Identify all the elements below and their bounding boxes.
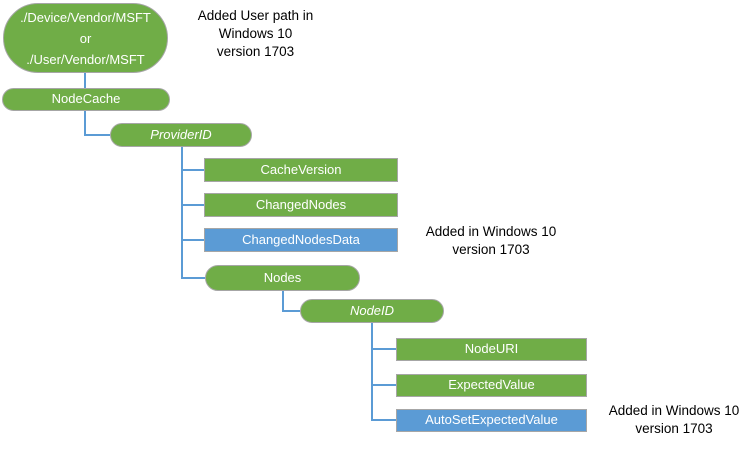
connector-nodeid-trunk xyxy=(371,323,373,421)
connector-nodeid-to-expectedvalue xyxy=(371,384,396,386)
annotation-autosetexpectedvalue-added: Added in Windows 10 version 1703 xyxy=(608,403,740,436)
node-changednodes: ChangedNodes xyxy=(204,193,398,217)
node-autosetexpectedvalue-label: AutoSetExpectedValue xyxy=(425,412,558,428)
connector-providerid-to-cacheversion xyxy=(181,169,204,171)
connector-nodeid-to-autosetexpectedvalue xyxy=(371,419,396,421)
node-cacheversion-label: CacheVersion xyxy=(260,161,342,177)
node-changednodes-label: ChangedNodes xyxy=(255,196,347,212)
connector-nodes-trunk xyxy=(282,291,284,312)
connector-providerid-to-changednodes xyxy=(181,204,204,206)
node-nodeid: NodeID xyxy=(300,299,444,323)
connector-providerid-trunk xyxy=(181,147,183,279)
node-changednodesdata: ChangedNodesData xyxy=(204,228,398,252)
connector-providerid-to-changednodesdata xyxy=(181,239,204,241)
node-expectedvalue-label: ExpectedValue xyxy=(448,377,535,393)
node-providerid: ProviderID xyxy=(110,123,252,147)
connector-nodes-to-nodeid xyxy=(282,310,300,312)
node-nodes-label: Nodes xyxy=(263,269,302,285)
connector-nodeid-to-nodeuri xyxy=(371,348,396,350)
connector-nodecache-trunk xyxy=(84,111,86,136)
connector-root-to-nodecache xyxy=(84,73,86,88)
node-nodecache-label: NodeCache xyxy=(51,91,121,107)
annotation-changednodesdata-added: Added in Windows 10 version 1703 xyxy=(425,224,557,257)
node-nodes: Nodes xyxy=(205,265,360,291)
node-root-path-label: ./Device/Vendor/MSFT or ./User/Vendor/MS… xyxy=(20,9,151,67)
node-providerid-label: ProviderID xyxy=(150,126,212,142)
connector-nodecache-to-providerid xyxy=(84,134,110,136)
annotation-user-path-added: Added User path in Windows 10 version 17… xyxy=(197,8,314,59)
node-nodecache: NodeCache xyxy=(2,88,170,111)
node-autosetexpectedvalue: AutoSetExpectedValue xyxy=(396,409,587,432)
node-nodeuri-label: NodeURI xyxy=(464,341,519,357)
node-cacheversion: CacheVersion xyxy=(204,158,398,182)
node-root-path: ./Device/Vendor/MSFT or ./User/Vendor/MS… xyxy=(3,3,168,73)
node-nodeid-label: NodeID xyxy=(349,302,395,318)
node-nodeuri: NodeURI xyxy=(396,338,587,361)
node-expectedvalue: ExpectedValue xyxy=(396,374,587,397)
node-changednodesdata-label: ChangedNodesData xyxy=(242,231,360,247)
connector-providerid-to-nodes xyxy=(181,277,205,279)
